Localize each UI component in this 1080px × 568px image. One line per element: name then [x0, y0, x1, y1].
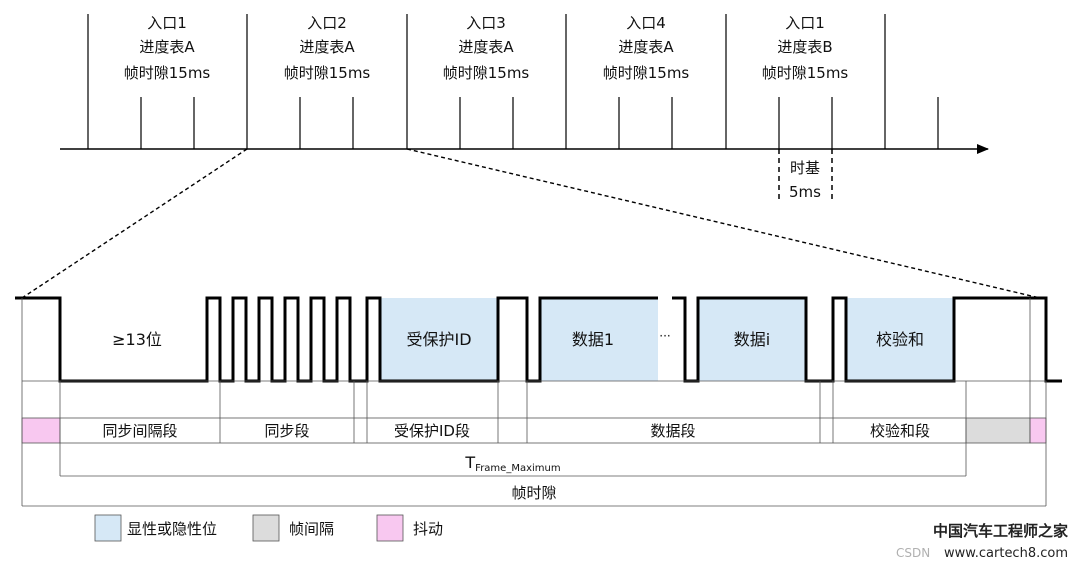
- zoom-line-left: [21, 148, 248, 299]
- segment-break-delim-label: 同步间隔段: [102, 422, 177, 440]
- checksum-field-label: 校验和: [876, 330, 924, 349]
- slot-5-entry: 入口1: [785, 14, 825, 32]
- slot-labels: 入口1 进度表A 帧时隙15ms 入口2 进度表A 帧时隙15ms 入口3 进度…: [124, 14, 849, 82]
- legend-swatch-interframe: [252, 514, 280, 542]
- slot-4-table: 进度表A: [618, 38, 674, 56]
- pid-field: [380, 298, 498, 381]
- timebase-ticks: [140, 97, 939, 149]
- legend-label-jitter: 抖动: [413, 520, 443, 538]
- slot-5-duration: 帧时隙15ms: [762, 64, 849, 82]
- slot-4-entry: 入口4: [626, 14, 666, 32]
- segment-table: 同步间隔段 同步段 受保护ID段 数据段 校验和段 TFrame_Maximum…: [21, 298, 1047, 507]
- slot-2-duration: 帧时隙15ms: [284, 64, 371, 82]
- interframe-cell: [965, 417, 1031, 444]
- slot-2-table: 进度表A: [299, 38, 355, 56]
- legend-swatch-field: [94, 514, 122, 542]
- data1-field-label: 数据1: [572, 330, 614, 349]
- slot-boundaries: [87, 14, 886, 149]
- legend-swatch-jitter: [376, 514, 404, 542]
- datai-field-label: 数据i: [734, 330, 770, 349]
- jitter-left-cell: [21, 417, 61, 444]
- zoom-line-right: [406, 148, 1041, 299]
- jitter-right-cell: [1029, 417, 1047, 444]
- timebase-value: 5ms: [789, 183, 821, 201]
- timebase-marker: 时基 5ms: [778, 149, 833, 201]
- slot-3-table: 进度表A: [458, 38, 514, 56]
- watermark-csdn: CSDN: [896, 546, 930, 560]
- tframe-label: TFrame_Maximum: [464, 453, 560, 474]
- data1-field: [540, 298, 658, 381]
- segment-sync-label: 同步段: [264, 422, 309, 440]
- slot-1-entry: 入口1: [147, 14, 187, 32]
- checksum-field: [846, 298, 954, 381]
- segment-data-label: 数据段: [650, 422, 695, 440]
- data-ellipsis: ···: [659, 329, 670, 343]
- slot-3-entry: 入口3: [466, 14, 506, 32]
- break-field-label: ≥13位: [112, 330, 162, 349]
- schedule-timeline: 入口1 进度表A 帧时隙15ms 入口2 进度表A 帧时隙15ms 入口3 进度…: [21, 14, 1041, 299]
- segment-checksum-label: 校验和段: [870, 422, 930, 440]
- watermark-site: www.cartech8.com: [944, 546, 1068, 561]
- timebase-label: 时基: [790, 159, 820, 177]
- segment-row: [59, 417, 967, 444]
- slot-4-duration: 帧时隙15ms: [603, 64, 690, 82]
- datai-field: [698, 298, 806, 381]
- pid-field-label: 受保护ID: [406, 330, 471, 349]
- legend-label-interframe: 帧间隔: [289, 520, 334, 538]
- frame-slot-label: 帧时隙: [511, 484, 556, 502]
- watermark: 中国汽车工程师之家 CSDN www.cartech8.com: [896, 522, 1068, 561]
- watermark-title: 中国汽车工程师之家: [933, 522, 1068, 540]
- slot-1-duration: 帧时隙15ms: [124, 64, 211, 82]
- legend: 显性或隐性位 帧间隔 抖动: [94, 514, 443, 542]
- slot-1-table: 进度表A: [139, 38, 195, 56]
- legend-label-field: 显性或隐性位: [127, 520, 217, 538]
- segment-dividers: [21, 298, 1047, 506]
- slot-2-entry: 入口2: [307, 14, 347, 32]
- segment-pid-label: 受保护ID段: [394, 422, 470, 440]
- lin-frame: ≥13位 受保护ID 数据1 ··· 数据i 校验和: [15, 296, 1062, 383]
- slot-3-duration: 帧时隙15ms: [443, 64, 530, 82]
- slot-5-table: 进度表B: [777, 38, 832, 56]
